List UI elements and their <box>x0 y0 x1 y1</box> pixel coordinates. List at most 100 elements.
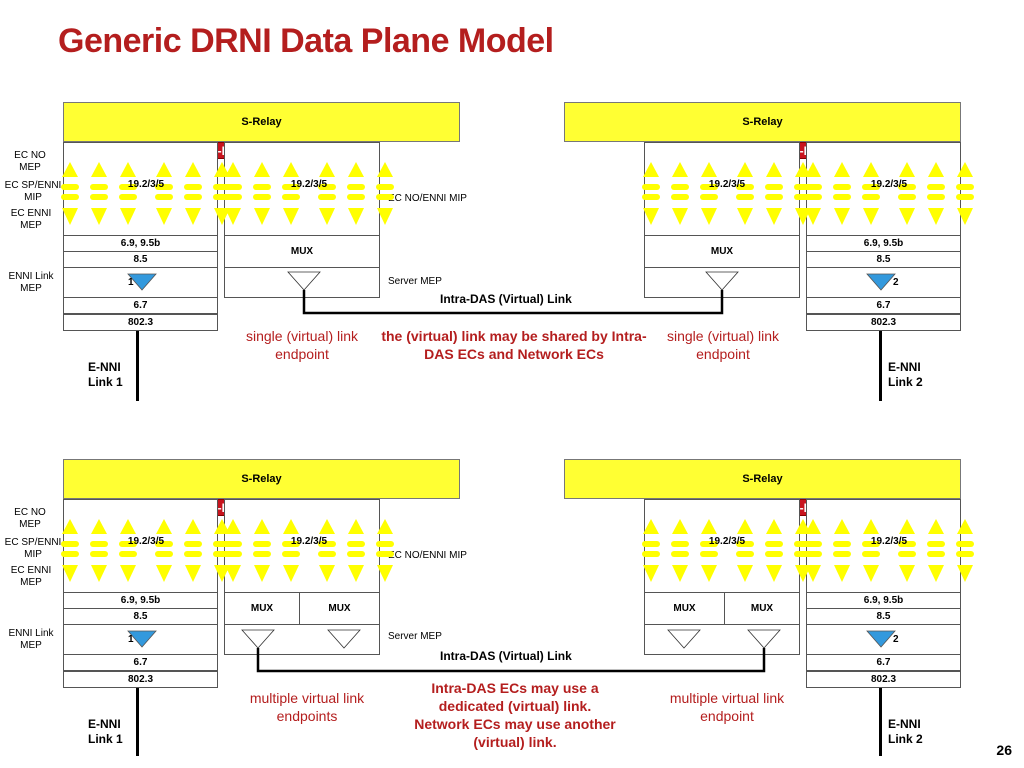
ec-mip-pill-icon <box>119 194 137 200</box>
ec-enni-mep-down-icon <box>766 208 782 225</box>
ec-mip-pill-icon <box>862 184 880 190</box>
ec-no-mep-up-icon <box>348 519 364 534</box>
caption-left-bottom: multiple virtual link endpoints <box>249 690 365 724</box>
ec-no-mep-label-top: EC NO MEP <box>14 150 46 173</box>
ec-mip-pill-icon <box>155 551 173 557</box>
ec-mip-pill-icon <box>736 184 754 190</box>
ec-mip-pill-icon <box>184 541 202 547</box>
enni-link1-line-bottom <box>136 688 139 756</box>
ec-enni-mep-down-icon <box>348 208 364 225</box>
ec-mip-pill-icon <box>282 541 300 547</box>
row-label: 6.7 <box>876 657 891 668</box>
ec-enni-mep-down-icon <box>185 565 201 582</box>
stub-label: 2 <box>893 634 899 645</box>
ec-mip-pill-icon <box>318 194 336 200</box>
ec-mip-pill-icon <box>898 551 916 557</box>
enni-label-line1: E-NNI <box>888 360 921 374</box>
ec-no-mep-up-icon <box>348 162 364 177</box>
enni-link-mep-icon <box>127 273 157 291</box>
ec-mip-pill-icon <box>61 194 79 200</box>
ec-enni-mep-down-icon <box>863 208 879 225</box>
ec-mip-pill-icon <box>347 184 365 190</box>
ec-no-mep-up-icon <box>62 162 78 177</box>
ec-enni-mep-down-icon <box>377 208 393 225</box>
ec-mip-pill-icon <box>927 541 945 547</box>
ec-enni-mep-down-icon <box>254 208 270 225</box>
ec-enni-mep-down-icon <box>156 565 172 582</box>
ec-enni-mep-down-icon <box>120 208 136 225</box>
ec-mip-pill-icon <box>862 551 880 557</box>
mux-label: MUX <box>710 246 734 257</box>
ec-sp-enni-mip-label-top: EC SP/ENNI MIP <box>4 180 62 203</box>
ec-enni-mep-down-icon <box>701 565 717 582</box>
ec-enni-mep-down-icon <box>701 208 717 225</box>
ec-enni-mep-down-icon <box>805 565 821 582</box>
ec-mip-pill-icon <box>736 551 754 557</box>
enni-link-mep-label-bottom: ENNI Link MEP <box>8 628 54 651</box>
enni-link2-line-bottom <box>879 688 882 756</box>
ec-enni-mep-down-icon <box>185 208 201 225</box>
ec-enni-mep-down-icon <box>737 565 753 582</box>
ec-no-mep-up-icon <box>91 519 107 534</box>
ec-no-mep-up-icon <box>225 162 241 177</box>
ec-no-mep-up-icon <box>91 162 107 177</box>
ec-mip-pill-icon <box>90 184 108 190</box>
ec-mip-pill-icon <box>61 541 79 547</box>
ec-mip-pill-icon <box>119 184 137 190</box>
ec-no-mep-up-icon <box>156 519 172 534</box>
ref-label: 19.2/3/5 <box>709 536 746 547</box>
s-relay-label: S-Relay <box>742 473 783 485</box>
ec-mip-pill-icon <box>956 194 974 200</box>
ec-no-mep-up-icon <box>701 519 717 534</box>
ec-enni-mep-down-icon <box>319 208 335 225</box>
ec-mip-pill-icon <box>804 194 822 200</box>
ec-mip-pill-icon <box>765 194 783 200</box>
s-relay-left-top: S-Relay <box>63 102 460 142</box>
ec-no-mep-up-icon <box>120 519 136 534</box>
server-mep-label-bottom: Server MEP <box>388 631 442 642</box>
ec-enni-mep-down-icon <box>928 208 944 225</box>
stub-label: 1 <box>128 277 134 288</box>
ec-enni-mep-down-icon <box>957 208 973 225</box>
enni-link1-line-top <box>136 331 139 401</box>
row-label: 6.7 <box>133 657 148 668</box>
caption-left-top: single (virtual) link endpoint <box>245 328 359 362</box>
caption-right-bottom: multiple virtual link endpoint <box>669 690 785 724</box>
ec-enni-mep-down-icon <box>643 565 659 582</box>
ec-no-mep-up-icon <box>834 162 850 177</box>
ec-no-mep-up-icon <box>805 519 821 534</box>
row-67-right-bottom: 6.7 <box>806 654 961 671</box>
ec-mip-pill-icon <box>318 541 336 547</box>
ec-mip-pill-icon <box>61 184 79 190</box>
ec-no-mep-up-icon <box>672 162 688 177</box>
ec-mip-pill-icon <box>700 551 718 557</box>
row-label: 802.3 <box>127 674 154 685</box>
ec-no-mep-up-icon <box>319 162 335 177</box>
row-label: 802.3 <box>127 317 154 328</box>
mux-right-a-bottom: MUX <box>644 592 725 625</box>
ec-enni-mep-down-icon <box>643 208 659 225</box>
ec-no-mep-up-icon <box>863 162 879 177</box>
ref-label: 19.2/3/5 <box>871 179 908 190</box>
ec-mip-pill-icon <box>282 551 300 557</box>
ref-label: 19.2/3/5 <box>871 536 908 547</box>
ec-no-mep-up-icon <box>928 519 944 534</box>
s-relay-label: S-Relay <box>241 116 282 128</box>
ec-mip-pill-icon <box>642 194 660 200</box>
enni-label-line1: E-NNI <box>88 717 121 731</box>
ec-enni-mep-down-icon <box>62 565 78 582</box>
ec-no-mep-up-icon <box>834 519 850 534</box>
ec-enni-mep-down-icon <box>899 565 915 582</box>
ec-mip-pill-icon <box>862 541 880 547</box>
intra-das-link-label-bottom: Intra-DAS (Virtual) Link <box>440 649 572 663</box>
ec-no-mep-up-icon <box>225 519 241 534</box>
ec-no-mep-up-icon <box>377 519 393 534</box>
ec-mip-pill-icon <box>253 541 271 547</box>
ec-no-mep-up-icon <box>899 162 915 177</box>
row-label: 6.9, 9.5b <box>863 595 904 606</box>
stub-label: 2 <box>893 277 899 288</box>
s-relay-right-top: S-Relay <box>564 102 961 142</box>
ec-no-enni-mip-label-bottom: EC NO/ENNI MIP <box>388 550 467 561</box>
ec-mip-pill-icon <box>282 184 300 190</box>
